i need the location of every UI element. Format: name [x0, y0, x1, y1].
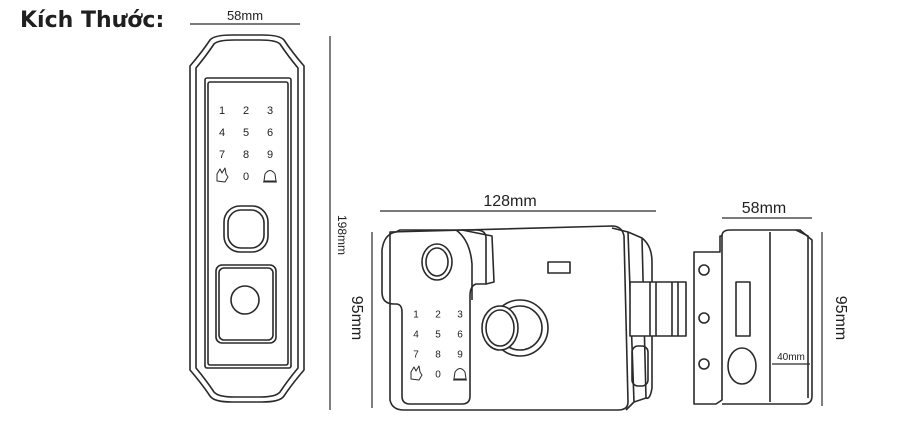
hand-icon: [410, 365, 423, 381]
strike-screw-hole-middle: [698, 312, 710, 324]
front-width-label: 58mm: [227, 8, 263, 23]
keypad-key: 5: [435, 330, 441, 341]
side-height-label: 95mm: [348, 296, 365, 340]
side-width-label: 128mm: [483, 193, 536, 210]
keypad-key: 5: [243, 127, 249, 139]
keypad-key: 8: [435, 350, 441, 361]
keypad-key: 9: [457, 350, 463, 361]
bell-icon: [453, 368, 467, 381]
front-handle: [215, 264, 277, 344]
side-keypad: 1 2 3 4 5 6 7 8 9 0: [410, 310, 467, 381]
strike-plate-view: [693, 229, 813, 405]
keypad-key: 7: [413, 350, 419, 361]
keypad-key: 7: [219, 149, 225, 161]
side-keypad-panel: [381, 229, 487, 405]
bell-icon: [263, 170, 277, 183]
side-fingerprint-sensor: [421, 243, 453, 281]
keypad-key: 6: [457, 330, 463, 341]
strike-screw-hole-top: [698, 264, 710, 276]
keypad-key: 3: [457, 310, 463, 321]
strike-width-label: 58mm: [742, 200, 786, 217]
keypad-key: 0: [435, 370, 441, 381]
front-key-cylinder: [230, 285, 260, 315]
keypad-key: 1: [413, 310, 419, 321]
keypad-key: 8: [243, 149, 249, 161]
keypad-key: 3: [267, 105, 273, 117]
strike-bolt-slot: [735, 281, 751, 337]
side-bolt: [629, 281, 687, 337]
keypad-key: 4: [219, 127, 225, 139]
strike-depth-label: 40mm: [777, 352, 805, 363]
keypad-key: 2: [435, 310, 441, 321]
side-lock-view: [381, 225, 687, 411]
front-lock-view: [189, 34, 305, 403]
keypad-key: 4: [413, 330, 419, 341]
strike-height-label: 95mm: [832, 296, 849, 340]
side-knob: [481, 305, 519, 351]
strike-screw-hole-bottom: [698, 358, 710, 370]
keypad-key: 1: [219, 105, 225, 117]
keypad-key: 2: [243, 105, 249, 117]
keypad-key: 6: [267, 127, 273, 139]
keypad-key: 0: [243, 171, 249, 183]
front-height-label: 198mm: [335, 215, 349, 255]
front-fingerprint-sensor: [223, 205, 269, 253]
hand-icon: [216, 167, 229, 183]
front-keypad: 1 2 3 4 5 6 7 8 9 0: [216, 105, 277, 183]
strike-latch-hole: [727, 347, 757, 385]
page-title: Kích Thước:: [20, 8, 165, 33]
keypad-key: 9: [267, 149, 273, 161]
